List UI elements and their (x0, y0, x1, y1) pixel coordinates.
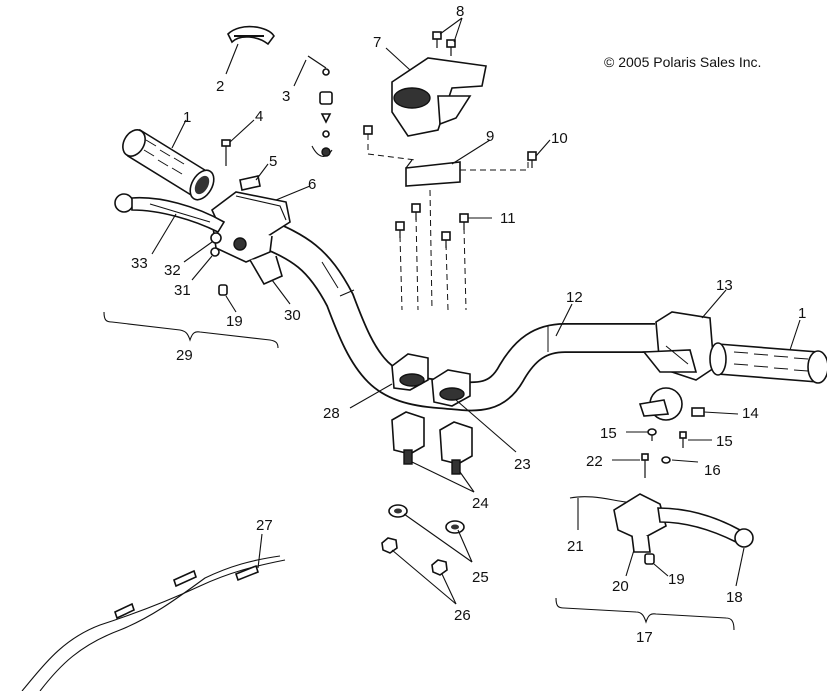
callout-25: 25 (472, 569, 489, 586)
callout-19-left: 19 (226, 313, 243, 330)
callout-32: 32 (164, 262, 181, 279)
callout-21: 21 (567, 538, 584, 555)
right-brake-lever (569, 493, 754, 553)
callout-16: 16 (704, 462, 721, 479)
throttle-cable-part (307, 55, 333, 157)
callout-22: 22 (586, 453, 603, 470)
callout-18: 18 (726, 589, 743, 606)
left-grip (122, 128, 215, 201)
callout-12: 12 (566, 289, 583, 306)
callout-3: 3 (282, 88, 290, 105)
callout-labels: 1 2 3 4 5 6 7 8 9 10 11 12 13 1 14 15 15… (131, 3, 806, 646)
screws-8 (432, 31, 456, 56)
pivot-bolt (210, 232, 222, 244)
left-brake-lever (114, 193, 226, 234)
callout-15-right: 15 (716, 433, 733, 450)
group-bracket-17 (555, 597, 735, 631)
callout-5: 5 (269, 153, 277, 170)
lever-nut (210, 247, 220, 257)
callout-26: 26 (454, 607, 471, 624)
group-bracket-29 (103, 311, 279, 349)
leader-lines (151, 17, 801, 605)
callout-15-left: 15 (600, 425, 617, 442)
callout-17: 17 (636, 629, 653, 646)
bolts-11 (395, 203, 469, 248)
nuts-26 (381, 537, 448, 576)
callout-13: 13 (716, 277, 733, 294)
callout-23: 23 (514, 456, 531, 473)
lower-clamp-left (391, 411, 425, 465)
bolt-10 (527, 151, 537, 168)
callout-10: 10 (551, 130, 568, 147)
callout-27: 27 (256, 517, 273, 534)
callout-4: 4 (255, 108, 263, 125)
callout-8: 8 (456, 3, 464, 20)
callout-33: 33 (131, 255, 148, 272)
pin-19-right (644, 553, 655, 565)
callout-6: 6 (308, 176, 316, 193)
bolt-left-9 (363, 125, 373, 135)
callout-31: 31 (174, 282, 191, 299)
washers-25 (388, 504, 465, 534)
bracket-9 (405, 159, 461, 187)
screw-5 (239, 175, 261, 191)
headlight-pod (391, 57, 487, 137)
screws-15-16 (641, 428, 687, 478)
throttle-cable (21, 555, 286, 691)
upper-clamp-right (431, 369, 471, 407)
right-grip (709, 342, 827, 384)
callout-19-right: 19 (668, 571, 685, 588)
master-cylinder (211, 191, 291, 286)
callout-24: 24 (472, 495, 489, 512)
callout-1-left: 1 (183, 109, 191, 126)
callout-1-right: 1 (798, 305, 806, 322)
screw-4 (221, 139, 231, 166)
callout-30: 30 (284, 307, 301, 324)
copyright-text: © 2005 Polaris Sales Inc. (604, 54, 761, 70)
upper-clamp-left (391, 353, 429, 391)
lower-clamp-right (439, 421, 473, 475)
callout-29: 29 (176, 347, 193, 364)
callout-11: 11 (500, 210, 516, 227)
callout-28: 28 (323, 405, 340, 422)
throttle-cover (227, 25, 275, 46)
callout-7: 7 (373, 34, 381, 51)
assembly-lines (367, 134, 529, 311)
pin-19-left (218, 284, 228, 296)
callout-14: 14 (742, 405, 759, 422)
right-switch-housing (642, 311, 715, 381)
callout-2: 2 (216, 78, 224, 95)
switch-assembly-14 (638, 387, 705, 421)
callout-20: 20 (612, 578, 629, 595)
callout-9: 9 (486, 128, 494, 145)
